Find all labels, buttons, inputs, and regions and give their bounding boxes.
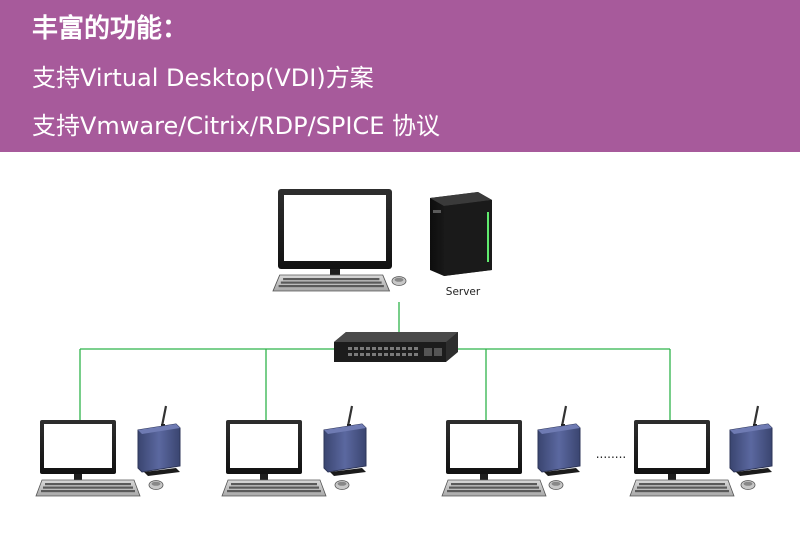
network-switch-icon xyxy=(334,332,458,362)
banner-title: 丰富的功能： xyxy=(32,14,189,44)
feature-banner: 丰富的功能： 支持Virtual Desktop(VDI)方案 支持Vmware… xyxy=(0,0,800,152)
thin-client-station-2 xyxy=(221,404,368,497)
network-diagram: Server xyxy=(0,152,800,530)
more-clients-ellipsis: ........ xyxy=(596,447,627,461)
thin-client-station-1 xyxy=(35,404,182,497)
thin-client-station-4 xyxy=(629,404,774,497)
network-links xyxy=(79,302,671,420)
server-workstation xyxy=(272,189,407,292)
thin-client-station-3 xyxy=(441,404,582,497)
banner-line-vdi: 支持Virtual Desktop(VDI)方案 xyxy=(32,64,374,92)
banner-line-protocols: 支持Vmware/Citrix/RDP/SPICE 协议 xyxy=(32,112,441,140)
server-label: Server xyxy=(446,286,481,298)
server-tower-icon xyxy=(430,192,492,276)
